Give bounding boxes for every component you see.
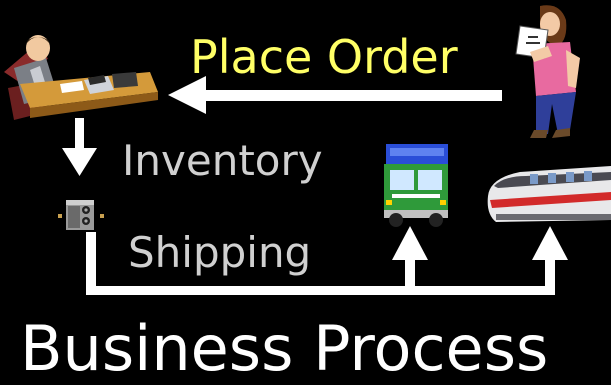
place-order-arrow	[168, 76, 502, 114]
passenger-train-icon	[487, 166, 611, 222]
safe-icon	[58, 200, 104, 230]
shipping-path-arrow	[86, 226, 568, 295]
inventory-label: Inventory	[122, 136, 323, 185]
office-worker-at-desk-icon	[4, 35, 158, 120]
slide-title: Business Process	[20, 312, 549, 385]
customer-with-clipboard-icon	[515, 5, 580, 138]
place-order-label: Place Order	[190, 30, 458, 84]
inventory-arrow	[62, 118, 97, 176]
shipping-label: Shipping	[128, 228, 312, 277]
delivery-truck-icon	[384, 144, 448, 227]
